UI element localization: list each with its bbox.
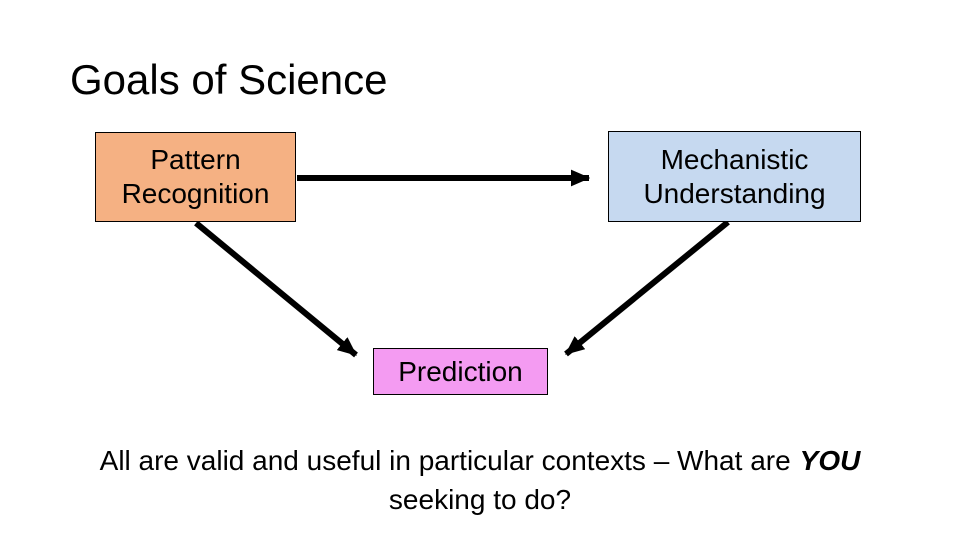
footer-line1-emphasis: YOU: [799, 445, 861, 476]
prediction-box: Prediction: [373, 348, 548, 395]
footer-text: All are valid and useful in particular c…: [0, 441, 960, 519]
arrow-pattern-to-prediction: [194, 220, 358, 358]
mechanistic-understanding-label-line2: Understanding: [643, 177, 826, 209]
prediction-label: Prediction: [398, 355, 523, 387]
mechanistic-understanding-label-line1: Mechanistic: [660, 143, 809, 175]
pattern-recognition-label-line1: Pattern: [150, 144, 241, 175]
mechanistic-understanding-box: Mechanistic Understanding: [608, 131, 861, 222]
slide-title: Goals of Science: [70, 56, 388, 103]
footer-line1: All are valid and useful in particular c…: [0, 441, 960, 480]
pattern-recognition-box: Pattern Recognition: [95, 132, 296, 222]
footer-line2: seeking to do?: [388, 484, 572, 515]
arrow-mechanistic-to-prediction: [564, 219, 730, 357]
footer-line1-text: All are valid and useful in particular c…: [99, 445, 791, 476]
pattern-recognition-label-line2: Recognition: [121, 178, 270, 209]
